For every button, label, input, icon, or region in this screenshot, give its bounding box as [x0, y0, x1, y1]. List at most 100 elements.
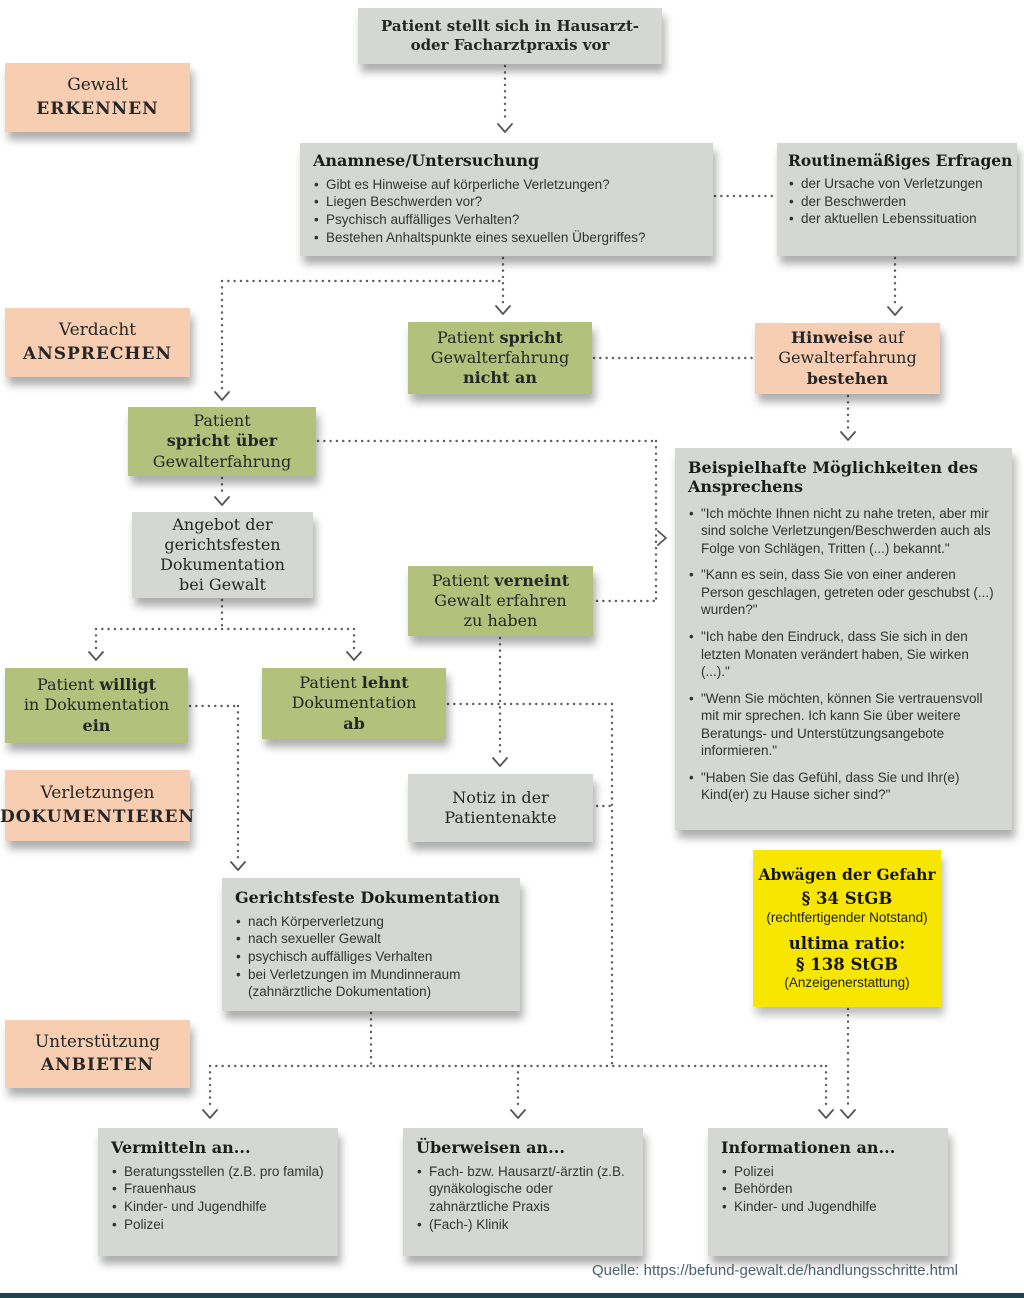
- bullet-item: Kinder- und Jugendhilfe: [721, 1198, 935, 1216]
- stage-verletzungen-dokumentieren: Verletzungen DOKUMENTIEREN: [0, 770, 194, 841]
- node-line: spricht über: [166, 431, 278, 451]
- bullet-list: Beratungsstellen (z.B. pro famila)Frauen…: [111, 1163, 325, 1233]
- node-line: Dokumentation: [291, 693, 417, 713]
- node-line: Gewalterfahrung: [778, 348, 917, 368]
- law-138-stgb: § 138 StGB: [795, 954, 899, 974]
- node-line: Angebot der: [172, 514, 273, 534]
- node-line: bei Gewalt: [179, 575, 266, 595]
- quote-item: "Ich habe den Eindruck, dass Sie sich in…: [688, 628, 999, 681]
- node-line: zu haben: [463, 611, 538, 631]
- bullet-list: Gibt es Hinweise auf körperliche Verletz…: [313, 176, 700, 246]
- node-title: Informationen an...: [721, 1138, 896, 1157]
- bullet-item: Kinder- und Jugendhilfe: [111, 1198, 325, 1216]
- node-title: Vermitteln an...: [111, 1138, 251, 1157]
- node-informationen-an: Informationen an... PolizeiBehördenKinde…: [708, 1128, 948, 1256]
- bullet-item: psychisch auffälliges Verhalten: [235, 948, 507, 966]
- node-line: in Dokumentation: [23, 695, 170, 715]
- node-patient-lehnt-ab: Patient lehnt Dokumentation ab: [262, 668, 446, 739]
- node-line: ab: [343, 713, 365, 733]
- quote-item: "Ich möchte Ihnen nicht zu nahe treten, …: [688, 505, 999, 558]
- node-title: Routinemäßiges Erfragen: [788, 151, 1013, 170]
- bullet-list: nach Körperverletzungnach sexueller Gewa…: [235, 913, 507, 1001]
- node-start: Patient stellt sich in Hausarzt- oder Fa…: [358, 8, 662, 64]
- node-patient-spricht-nicht-an: Patient spricht Gewalterfahrung nicht an: [408, 322, 592, 394]
- node-vermitteln-an: Vermitteln an... Beratungsstellen (z.B. …: [98, 1128, 338, 1256]
- node-ueberweisen-an: Überweisen an... Fach- bzw. Hausarzt/-är…: [403, 1128, 643, 1256]
- node-beispielhafte-moeglichkeiten: Beispielhafte Möglichkeiten des Ansprech…: [675, 448, 1012, 830]
- node-line: Gewalt erfahren: [434, 590, 567, 610]
- bullet-item: der Ursache von Verletzungen: [788, 175, 1004, 193]
- bullet-item: bei Verletzungen im Mundinneraum (zahnär…: [235, 966, 507, 1001]
- stage-line2: ANSPRECHEN: [23, 343, 172, 364]
- bullet-item: Liegen Beschwerden vor?: [313, 193, 700, 211]
- law-34-stgb: § 34 StGB: [801, 889, 893, 909]
- node-title: Gerichtsfeste Dokumentation: [235, 888, 500, 907]
- bullet-item: Frauenhaus: [111, 1180, 325, 1198]
- stage-line2: ANBIETEN: [40, 1055, 155, 1075]
- node-line: Hinweise auf: [791, 328, 904, 348]
- stage-line1: Gewalt: [67, 75, 128, 96]
- node-line: Patient willigt: [36, 675, 157, 695]
- bullet-item: Fach- bzw. Hausarzt/-ärztin (z.B. gynäko…: [416, 1163, 630, 1216]
- quote-item: "Haben Sie das Gefühl, dass Sie und Ihr(…: [688, 769, 999, 804]
- node-line: Patientenakte: [444, 808, 557, 827]
- yellow-title: Abwägen der Gefahr: [758, 864, 936, 884]
- node-line: Gewalterfahrung: [152, 451, 292, 471]
- stage-line2: DOKUMENTIEREN: [0, 806, 196, 827]
- stage-line2: ERKENNEN: [36, 98, 159, 119]
- bullet-item: (Fach-) Klinik: [416, 1216, 630, 1234]
- node-patient-willigt-ein: Patient willigt in Dokumentation ein: [5, 668, 188, 743]
- bullet-item: Psychisch auffälliges Verhalten?: [313, 211, 700, 229]
- bullet-list: Fach- bzw. Hausarzt/-ärztin (z.B. gynäko…: [416, 1163, 630, 1233]
- bullet-item: Polizei: [111, 1216, 325, 1234]
- bullet-item: nach sexueller Gewalt: [235, 930, 507, 948]
- node-title: Überweisen an...: [416, 1138, 565, 1157]
- node-line: Gewalterfahrung: [430, 347, 570, 367]
- bullet-item: Gibt es Hinweise auf körperliche Verletz…: [313, 176, 700, 194]
- bullet-item: Bestehen Anhaltspunkte eines sexuellen Ü…: [313, 229, 700, 247]
- node-patient-spricht-ueber: Patient spricht über Gewalterfahrung: [128, 407, 316, 476]
- node-notiz-patientenakte: Notiz in der Patientenakte: [408, 774, 593, 842]
- node-title: Anamnese/Untersuchung: [313, 151, 540, 170]
- node-title: Beispielhafte Möglichkeiten des Ansprech…: [688, 458, 978, 496]
- quote-list: "Ich möchte Ihnen nicht zu nahe treten, …: [688, 505, 999, 804]
- quote-item: "Wenn Sie möchten, können Sie vertrauens…: [688, 690, 999, 760]
- node-line: nicht an: [462, 368, 538, 388]
- node-angebot-dokumentation: Angebot der gerichtsfesten Dokumentation…: [132, 512, 313, 598]
- node-start-line2: oder Facharztpraxis vor: [410, 36, 610, 54]
- node-line: Notiz in der: [452, 787, 549, 807]
- node-line: Dokumentation: [160, 555, 285, 574]
- stage-line1: Verletzungen: [40, 783, 155, 804]
- bottom-border-bar: [0, 1293, 1024, 1298]
- bullet-item: nach Körperverletzung: [235, 913, 507, 931]
- node-gerichtsfeste-dokumentation: Gerichtsfeste Dokumentation nach Körperv…: [222, 878, 520, 1011]
- node-hinweise-bestehen: Hinweise auf Gewalterfahrung bestehen: [755, 323, 940, 394]
- bullet-item: Behörden: [721, 1180, 935, 1198]
- node-line: bestehen: [806, 368, 889, 388]
- law-34-note: (rechtfertigender Notstand): [766, 909, 928, 925]
- source-credit: Quelle: https://befund-gewalt.de/handlun…: [591, 1262, 958, 1279]
- node-line: Patient lehnt: [299, 673, 409, 693]
- node-patient-verneint: Patient verneint Gewalt erfahren zu habe…: [408, 566, 593, 636]
- node-line: ein: [82, 715, 111, 735]
- bullet-item: der Beschwerden: [788, 193, 1004, 211]
- ultima-ratio-label: ultima ratio:: [788, 933, 906, 953]
- stage-verdacht-ansprechen: Verdacht ANSPRECHEN: [5, 308, 190, 377]
- node-abwaegen-der-gefahr: Abwägen der Gefahr § 34 StGB (rechtferti…: [753, 850, 941, 1007]
- node-line: Patient verneint: [431, 570, 570, 590]
- stage-line1: Verdacht: [58, 320, 137, 341]
- node-start-line1: Patient stellt sich in Hausarzt-: [380, 17, 640, 36]
- node-line: Patient: [193, 411, 251, 431]
- stage-gewalt-erkennen: Gewalt ERKENNEN: [5, 63, 190, 132]
- bullet-item: Beratungsstellen (z.B. pro famila): [111, 1163, 325, 1181]
- quote-item: "Kann es sein, dass Sie von einer andere…: [688, 566, 999, 619]
- stage-unterstuetzung-anbieten: Unterstützung ANBIETEN: [5, 1020, 190, 1088]
- bullet-list: der Ursache von Verletzungender Beschwer…: [788, 175, 1004, 228]
- bullet-item: Polizei: [721, 1163, 935, 1181]
- node-routinemaessiges-erfragen: Routinemäßiges Erfragen der Ursache von …: [777, 143, 1017, 256]
- node-anamnese-untersuchung: Anamnese/Untersuchung Gibt es Hinweise a…: [300, 143, 713, 256]
- stage-line1: Unterstützung: [34, 1031, 161, 1052]
- bullet-item: der aktuellen Lebenssituation: [788, 210, 1004, 228]
- law-138-note: (Anzeigenerstattung): [784, 975, 910, 991]
